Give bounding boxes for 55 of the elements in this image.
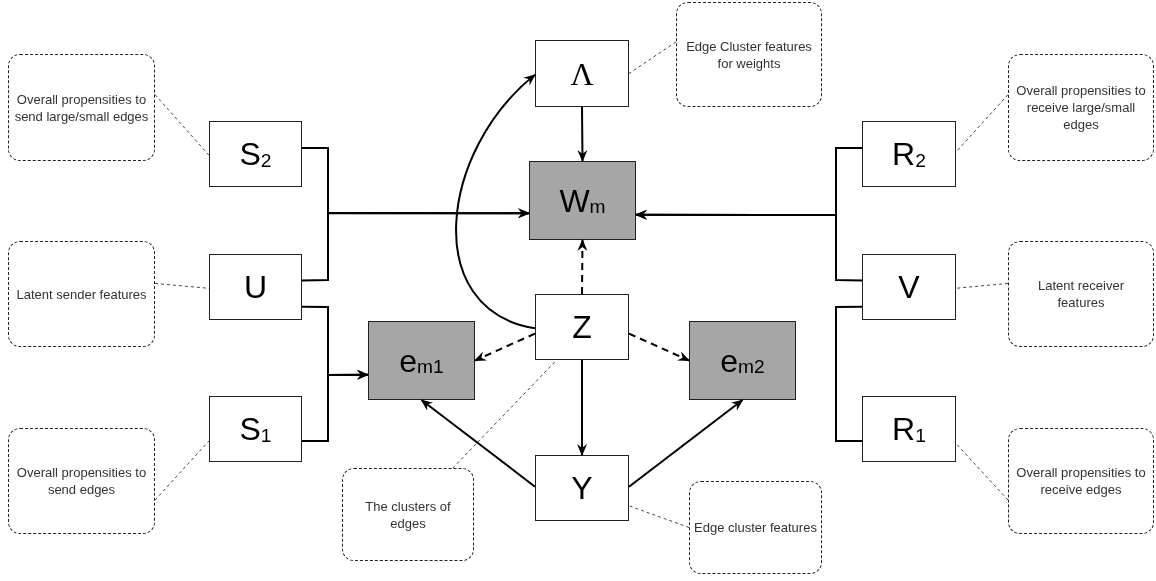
variable-label: Y	[571, 472, 593, 504]
annotation-text: Latent sender features	[16, 285, 147, 303]
arrow	[577, 239, 588, 295]
variable-label: V	[898, 271, 920, 303]
arrow	[628, 399, 744, 488]
annotation-box	[8, 241, 155, 347]
annotation-box	[1008, 241, 1154, 347]
variable-box	[209, 121, 302, 187]
variable-box	[862, 396, 956, 462]
annotation-text: Edge Cluster features for weights	[685, 37, 813, 72]
observed-variable-box	[529, 161, 636, 240]
annotation-text: Overall propensities to receive large/small edges	[1015, 82, 1147, 133]
variable-label: Λ	[570, 57, 594, 90]
arrow	[420, 399, 536, 488]
leader-line	[154, 94, 210, 156]
arrow	[577, 359, 587, 456]
leader-line	[154, 440, 210, 501]
variable-box	[209, 254, 302, 320]
annotation-text: Overall propensities to send edges	[15, 464, 148, 498]
annotation-text: Edge cluster features	[694, 519, 817, 536]
leader-line	[452, 359, 558, 469]
variable-box	[209, 396, 302, 462]
observed-variable-box	[368, 321, 475, 400]
variable-box	[862, 254, 956, 320]
variable-box	[862, 121, 956, 187]
annotation-box	[8, 428, 155, 534]
connector-line	[835, 305, 863, 442]
arrow	[474, 332, 536, 362]
leader-line	[955, 443, 1009, 501]
variable-box	[535, 40, 629, 107]
variable-label: U	[243, 271, 268, 303]
variable-box	[535, 455, 629, 521]
leader-line	[628, 505, 690, 528]
variable-label: Z	[572, 311, 592, 343]
arrow	[577, 106, 588, 162]
annotation-box	[1008, 54, 1154, 161]
annotation-box	[8, 54, 155, 161]
annotation-box	[689, 481, 822, 574]
arrow	[635, 209, 863, 282]
annotation-text: Overall propensities to send large/small edges	[13, 90, 150, 125]
annotation-text: The clusters of edges	[364, 497, 452, 532]
arrow	[628, 332, 690, 362]
annotation-text: Overall propensities to receive edges	[1015, 464, 1147, 498]
variable-box	[535, 294, 629, 360]
leader-line	[628, 41, 677, 74]
arrow	[301, 208, 530, 282]
annotation-box	[342, 468, 474, 561]
observed-variable-box	[689, 321, 796, 400]
arrow	[301, 369, 369, 442]
annotation-box	[676, 2, 822, 107]
annotation-text: Latent receiver features	[1037, 277, 1125, 311]
annotation-box	[1008, 428, 1154, 534]
leader-line	[955, 94, 1009, 153]
leader-line	[955, 282, 1009, 289]
arrow	[455, 73, 536, 330]
